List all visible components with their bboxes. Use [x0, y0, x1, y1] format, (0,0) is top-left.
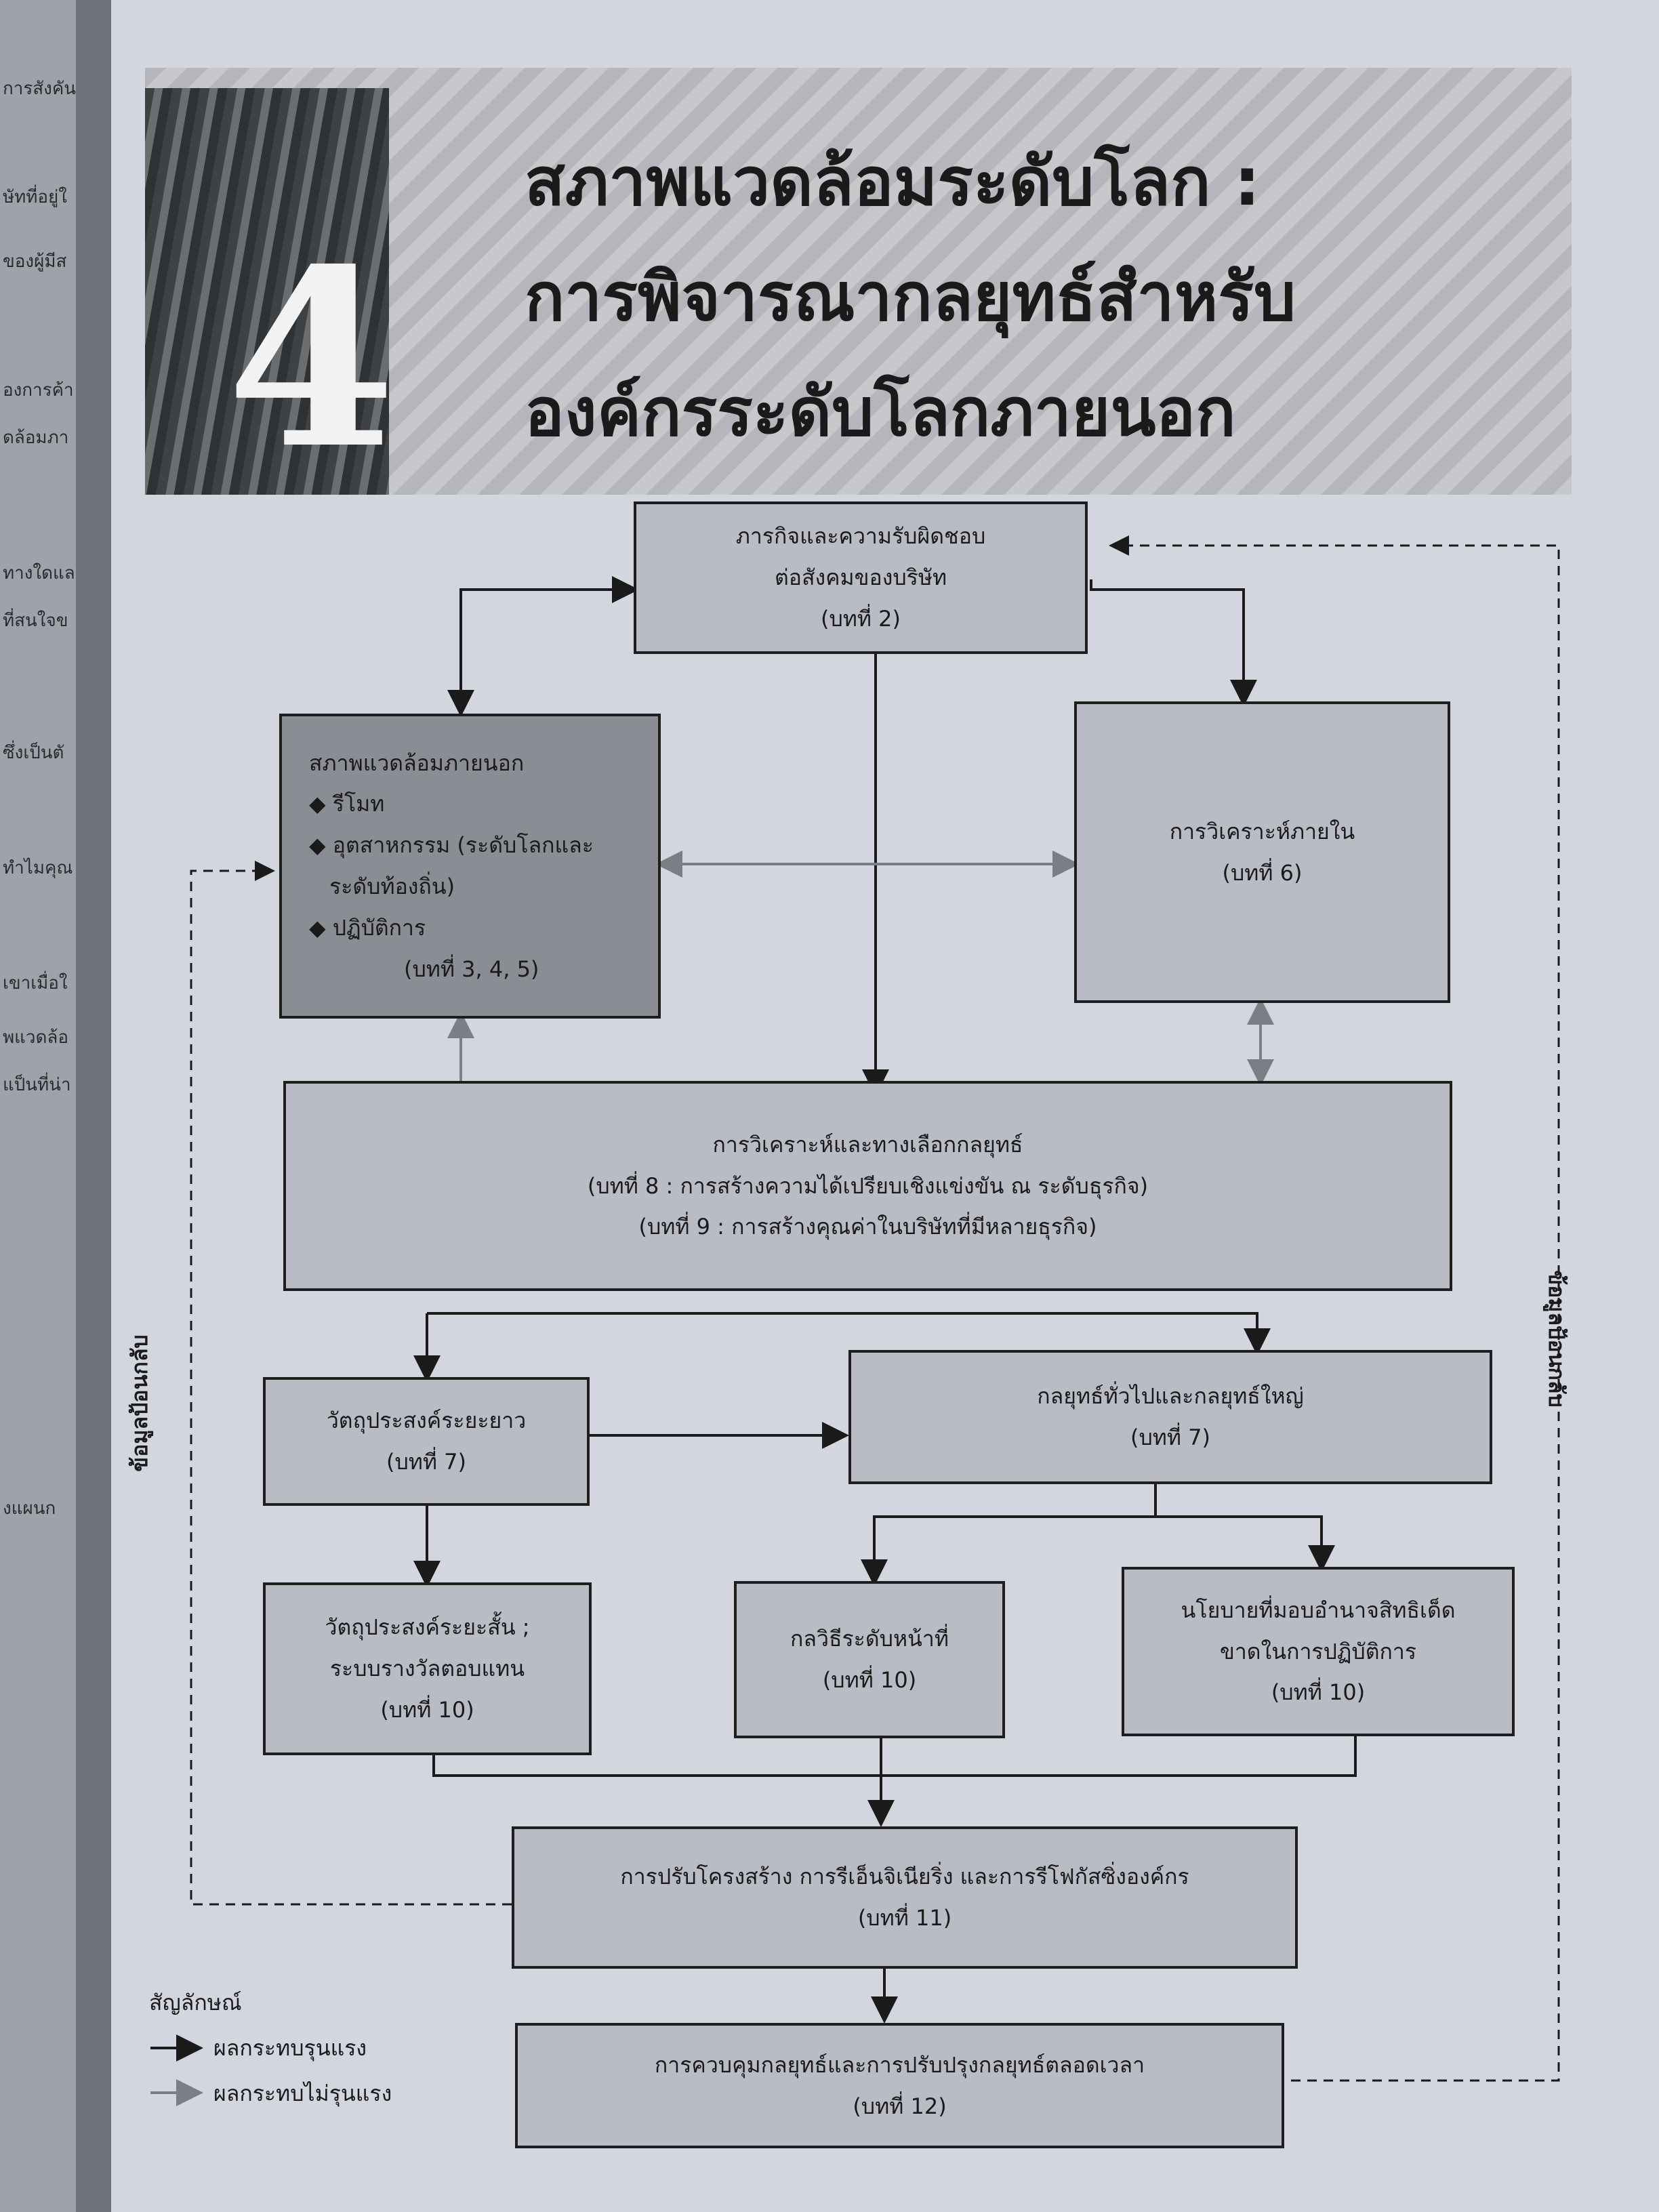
- chapter-title-line-1: สภาพแวดล้อมระดับโลก :: [525, 144, 1261, 221]
- csr-ref: (บทที่ 2): [821, 605, 901, 632]
- policy-line-2: ขาดในการปฏิบัติการ: [1219, 1638, 1417, 1664]
- adjacent-page-fragment: ที่สนใจข: [3, 611, 68, 631]
- external-ref: (บทที่ 3, 4, 5): [404, 956, 539, 982]
- banner-photo: [145, 88, 389, 495]
- external-item: ◆ รีโมท: [309, 791, 385, 817]
- adjacent-page-fragment: งแผนก: [3, 1498, 56, 1519]
- arrow-csr-to-external: [447, 588, 522, 717]
- long-term-ref: (บทที่ 7): [386, 1449, 466, 1475]
- adjacent-page: [0, 0, 76, 2212]
- box-long-term-objectives: วัตถุประสงค์ระยะยาว (บทที่ 7): [263, 1377, 590, 1506]
- adjacent-page-fragment: พแวดล้อ: [3, 1027, 68, 1048]
- internal-title: การวิเคราะห์ภายใน: [1169, 818, 1355, 844]
- restructure-ref: (บทที่ 11): [857, 1905, 952, 1931]
- legend-weak-label: ผลกระทบไม่รุนแรง: [213, 2081, 392, 2106]
- adjacent-page-fragment: ษัทที่อยู่ใ: [3, 187, 67, 207]
- analysis-line-1: (บทที่ 8 : การสร้างความได้เปรียบเชิงแข่ง…: [587, 1172, 1149, 1199]
- legend-strong: ผลกระทบรุนแรง: [149, 2031, 392, 2066]
- analysis-title: การวิเคราะห์และทางเลือกกลยุทธ์: [712, 1131, 1023, 1158]
- arrow-grand-to-functional: [861, 1515, 1155, 1586]
- policy-line-1: นโยบายที่มอบอำนาจสิทธิเด็ด: [1181, 1597, 1456, 1623]
- legend-strong-label: ผลกระทบรุนแรง: [213, 2035, 367, 2061]
- adjacent-page-fragment: ดล้อมภา: [3, 428, 69, 448]
- control-ref: (บทที่ 12): [853, 2093, 947, 2119]
- box-restructuring: การปรับโครงสร้าง การรีเอ็นจิเนียริ่ง และ…: [512, 1826, 1298, 1969]
- long-term-title: วัตถุประสงค์ระยะยาว: [326, 1408, 527, 1434]
- feedback-left-dashed: [190, 861, 512, 1906]
- arrow-short-merge: [432, 1755, 881, 1777]
- feedback-label-left: ข้อมูลป้อนกลับ: [126, 1334, 152, 1472]
- analysis-line-2: (บทที่ 9 : การสร้างคุณค่าในบริษัทที่มีหล…: [638, 1214, 1097, 1240]
- box-functional-tactics: กลวิธีระดับหน้าที่ (บทที่ 10): [734, 1581, 1005, 1738]
- arrow-policy-merge: [881, 1735, 1357, 1777]
- box-internal-analysis: การวิเคราะห์ภายใน (บทที่ 6): [1074, 701, 1450, 1003]
- adjacent-page-fragment: ทำไมคุณ: [3, 858, 73, 878]
- grand-ref: (บทที่ 7): [1130, 1425, 1210, 1450]
- adjacent-page-fragment: แป็นที่น่า: [3, 1075, 71, 1095]
- adjacent-page-fragment: องการค้า: [3, 380, 74, 401]
- adjacent-page-fragment: เขาเมื่อใ: [3, 973, 68, 994]
- short-term-line-2: ระบบรางวัลตอบแทน: [329, 1656, 525, 1682]
- grand-title: กลยุทธ์ทั่วไปและกลยุทธ์ใหญ่: [1037, 1383, 1304, 1410]
- box-strategy-analysis: การวิเคราะห์และทางเลือกกลยุทธ์ (บทที่ 8 …: [283, 1081, 1452, 1291]
- csr-line-2: ต่อสังคมของบริษัท: [774, 565, 947, 591]
- external-item: ระดับท้องถิ่น): [329, 874, 455, 899]
- adjacent-page-fragment: ซึ่งเป็นตั: [3, 743, 64, 763]
- legend: สัญลักษณ์ ผลกระทบรุนแรง ผลกระทบไม่รุนแรง: [149, 1986, 392, 2111]
- box-policy: นโยบายที่มอบอำนาจสิทธิเด็ด ขาดในการปฏิบั…: [1122, 1567, 1515, 1736]
- legend-title: สัญลักษณ์: [149, 1990, 242, 2015]
- book-binding: [76, 0, 111, 2212]
- box-strategic-control: การควบคุมกลยุทธ์และการปรับปรุงกลยุทธ์ตลอ…: [515, 2023, 1284, 2148]
- box-csr: ภารกิจและความรับผิดชอบ ต่อสังคมของบริษัท…: [634, 501, 1088, 654]
- arrow-csr-to-internal: [1091, 588, 1257, 707]
- adjacent-page-fragment: ของผู้มีส: [3, 251, 67, 272]
- feedback-label-right: ข้อมูลป้อนกลับ: [1543, 1270, 1570, 1408]
- restructure-title: การปรับโครงสร้าง การรีเอ็นจิเนียริ่ง และ…: [620, 1864, 1189, 1890]
- chapter-title-line-3: องค์กรระดับโลกภายนอก: [525, 374, 1236, 451]
- box-external-environment: สภาพแวดล้อมภายนอก ◆ รีโมท ◆ อุตสาหกรรม (…: [279, 714, 661, 1019]
- feedback-right-dashed: [1109, 535, 1560, 2082]
- chapter-title-line-2: การพิจารณากลยุทธ์สำหรับ: [525, 259, 1296, 336]
- csr-line-1: ภารกิจและความรับผิดชอบ: [735, 523, 986, 550]
- external-title: สภาพแวดล้อมภายนอก: [309, 750, 525, 776]
- short-term-ref: (บทที่ 10): [380, 1696, 474, 1723]
- chapter-banner: 4 สภาพแวดล้อมระดับโลก : การพิจารณากลยุทธ…: [145, 68, 1572, 495]
- adjacent-page-fragment: การสังคัน: [3, 79, 77, 99]
- external-item: ◆ อุตสาหกรรม (ระดับโลกและ: [309, 832, 594, 859]
- functional-ref: (บทที่ 10): [822, 1667, 917, 1693]
- external-item: ◆ ปฏิบัติการ: [309, 914, 426, 941]
- legend-weak: ผลกระทบไม่รุนแรง: [149, 2076, 392, 2111]
- arrow-grand-split: [1154, 1484, 1335, 1572]
- short-term-line-1: วัตถุประสงค์ระยะสั้น ;: [325, 1614, 530, 1641]
- functional-title: กลวิธีระดับหน้าที่: [790, 1626, 949, 1652]
- box-short-term-objectives: วัตถุประสงค์ระยะสั้น ; ระบบรางวัลตอบแทน …: [263, 1582, 592, 1755]
- arrow-analysis-split: [427, 1312, 1271, 1355]
- adjacent-page-fragment: ทางใดแล: [3, 563, 75, 583]
- control-title: การควบคุมกลยุทธ์และการปรับปรุงกลยุทธ์ตลอ…: [654, 2051, 1145, 2078]
- chapter-number: 4: [226, 216, 396, 502]
- box-grand-strategy: กลยุทธ์ทั่วไปและกลยุทธ์ใหญ่ (บทที่ 7): [848, 1350, 1492, 1484]
- arrow-internal-to-csr: [1090, 579, 1244, 591]
- policy-ref: (บทที่ 10): [1271, 1679, 1366, 1706]
- internal-ref: (บทที่ 6): [1222, 859, 1303, 886]
